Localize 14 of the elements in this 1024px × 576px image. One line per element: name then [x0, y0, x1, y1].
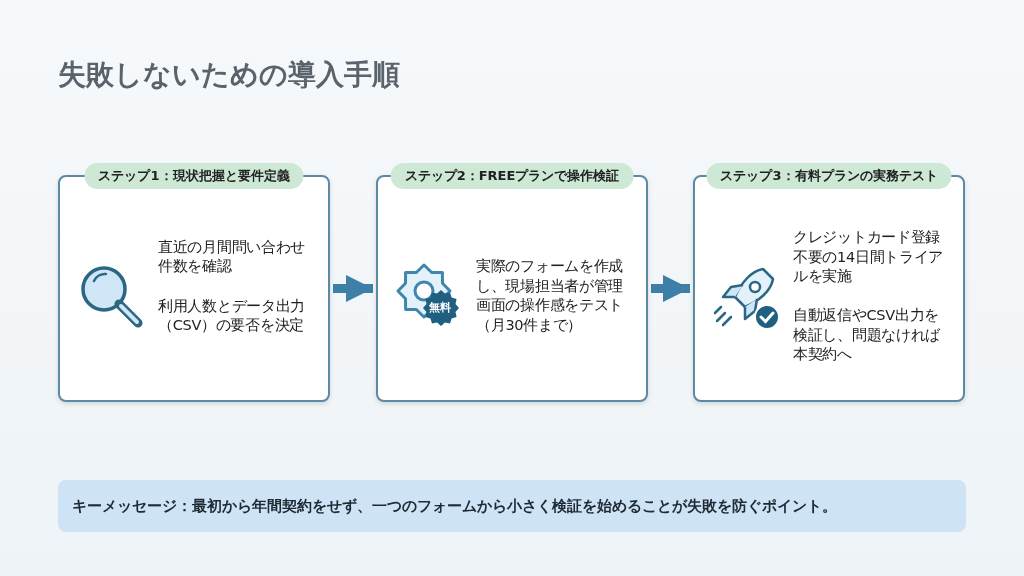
step-description: クレジットカード登録不要の14日間トライアルを実施 [793, 228, 945, 287]
step-heading: ステップ3：有料プランの実務テスト [706, 163, 952, 189]
arrow [651, 275, 690, 302]
message-banner [58, 480, 966, 532]
title: 失敗しないための導入手順 [58, 57, 400, 93]
arrow [333, 275, 373, 302]
step-description: 利用人数とデータ出力（CSV）の要否を決定 [158, 296, 306, 336]
step-description: 実際のフォームを作成し、現場担当者が管理画面の操作感をテスト（月30件まで） [476, 257, 624, 336]
step-description: 自動返信やCSV出力を検証し、問題なければ本契約へ [793, 306, 941, 365]
badge-label: 無料 [429, 299, 451, 315]
step-heading: ステップ2：FREEプランで操作検証 [390, 163, 634, 189]
step-description: 直近の月間問い合わせ件数を確認 [158, 237, 306, 277]
step-heading: ステップ1：現状把握と要件定義 [84, 163, 304, 189]
key-message: キーメッセージ：最初から年間契約をせず、一つのフォームから小さく検証を始めることが失敗を防ぐポイント。 [72, 496, 837, 516]
